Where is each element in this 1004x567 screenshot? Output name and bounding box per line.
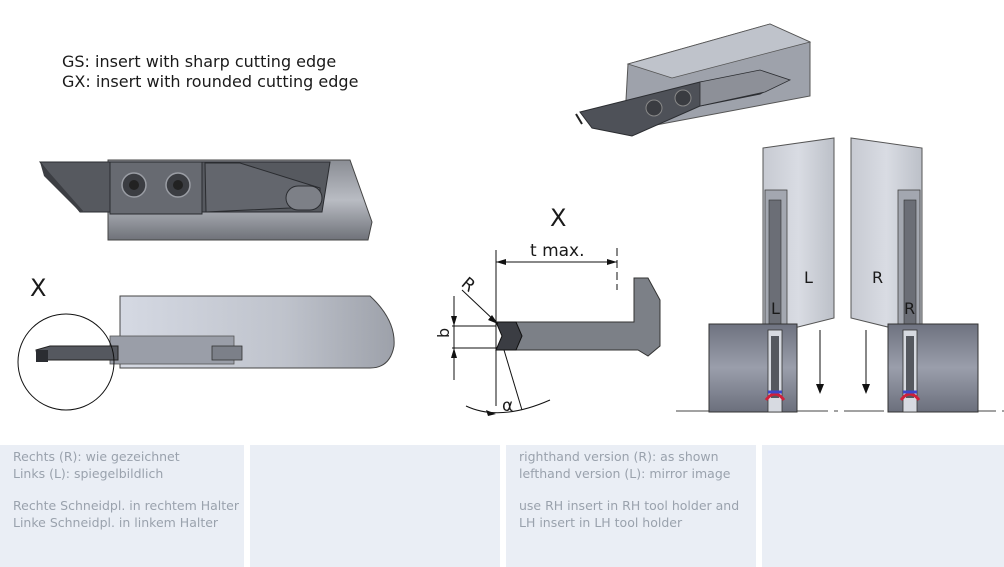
- notes-panel-empty-2: [762, 445, 1004, 567]
- holder-label-l-upper: L: [804, 268, 813, 287]
- tool-top-view: [17, 295, 395, 411]
- notes-panel-empty-1: [250, 445, 500, 567]
- dimension-r: R: [457, 273, 479, 296]
- note-en-line2: lefthand version (L): mirror image: [519, 465, 731, 481]
- holder-label-r-upper: R: [872, 268, 883, 287]
- note-de-line1: Rechts (R): wie gezeichnet: [13, 449, 180, 464]
- angle-alpha: α: [502, 396, 513, 416]
- note-de-line4: Linke Schneidpl. in linkem Halter: [13, 514, 219, 530]
- dimension-t-max: t max.: [530, 241, 585, 261]
- legend-gx: GX: insert with rounded cutting edge: [62, 72, 359, 91]
- tool-3d-view: [575, 23, 812, 137]
- detail-marker-x: X: [30, 274, 46, 302]
- note-de-line3: Rechte Schneidpl. in rechtem Halter: [13, 498, 240, 513]
- notes-panel-german: Rechts (R): wie gezeichnet Links (L): sp…: [0, 445, 244, 567]
- insert-legend: GS: insert with sharp cutting edge GX: i…: [62, 52, 358, 92]
- legend-gs: GS: insert with sharp cutting edge: [62, 52, 337, 71]
- holder-label-l-lower: L: [771, 299, 780, 318]
- note-en-line1: righthand version (R): as shown: [519, 449, 719, 464]
- holder-label-r-lower: R: [904, 299, 915, 318]
- notes-area: Rechts (R): wie gezeichnet Links (L): sp…: [0, 445, 1004, 567]
- technical-drawing: X X t max. R b α: [17, 23, 1004, 416]
- detail-title-x: X: [550, 204, 566, 232]
- tool-side-view: [38, 159, 373, 241]
- note-en-line3: use RH insert in RH tool holder and: [519, 498, 740, 513]
- notes-panel-english: righthand version (R): as shown lefthand…: [506, 445, 756, 567]
- note-de-line2: Links (L): spiegelbildlich: [13, 465, 164, 481]
- dimension-b: b: [434, 328, 453, 338]
- note-en-line4: LH insert in LH tool holder: [519, 514, 683, 530]
- holders-view: [676, 137, 1004, 413]
- detail-x-view: [451, 248, 661, 416]
